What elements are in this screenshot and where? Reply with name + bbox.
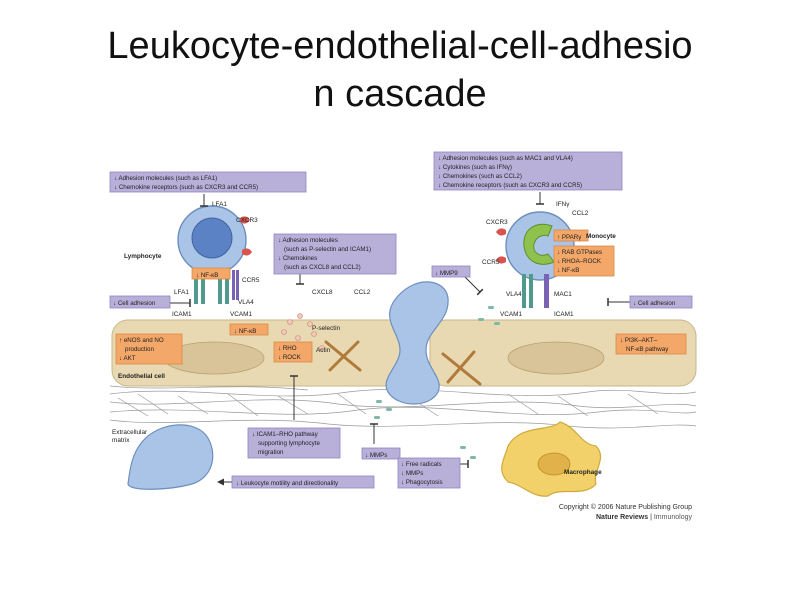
box-free-radicals-frame xyxy=(397,457,461,489)
text-mmp9: ↓ MMP9 xyxy=(435,270,458,277)
label-lymphocyte: Lymphocyte xyxy=(124,253,162,260)
journal-line: Nature Reviews | Immunology xyxy=(596,514,692,521)
text-lymph-top-2: ↓ Chemokine receptors (such as CXCR3 and… xyxy=(114,184,258,191)
box-cell-adhesion-right-frame xyxy=(629,295,693,309)
label-cxcr3-right: CXCR3 xyxy=(486,219,508,226)
box-nfkb-endothelial-frame xyxy=(229,323,269,336)
text-rab-1: ↓ RAB GTPases xyxy=(557,249,602,256)
text-mono-top-1: ↓ Adhesion molecules (such as MAC1 and V… xyxy=(438,155,573,162)
text-mid-top-3: ↓ Chemokines xyxy=(278,255,317,262)
label-lfa1-top: LFA1 xyxy=(212,201,227,208)
box-endothelial-adhesion-frame xyxy=(273,233,397,275)
title-line-2: n cascade xyxy=(313,73,487,115)
journal-name: Nature Reviews xyxy=(596,514,649,521)
extracellular-matrix-fibers xyxy=(109,385,697,429)
text-enos-3: ↓ AKT xyxy=(119,355,136,362)
box-pi3k-frame xyxy=(615,333,687,355)
monocyte-nucleus xyxy=(523,223,555,265)
lymphocyte-receptors xyxy=(194,216,252,304)
text-rho-1: ↓ RHO xyxy=(278,345,297,352)
label-vcam1-right: VCAM1 xyxy=(500,311,522,318)
label-vla4-left: VLA4 xyxy=(238,299,254,306)
label-actin: Actin xyxy=(316,347,331,354)
text-icam-rho-1: ↓ ICAM1–RHO pathway xyxy=(252,431,319,438)
actin-filaments xyxy=(324,340,482,386)
text-mid-top-1: ↓ Adhesion molecules xyxy=(278,237,338,244)
label-p-selectin: P-selectin xyxy=(312,325,341,332)
box-motility-frame xyxy=(231,475,375,489)
endothelial-nucleus-right xyxy=(507,341,605,375)
text-rab-2: ↓ RHOA–ROCK xyxy=(557,258,602,265)
macrophage-nucleus xyxy=(537,452,571,476)
text-free-radicals-2: ↓ MMPs xyxy=(401,470,423,477)
box-rab-frame xyxy=(553,245,615,277)
label-vla4-right: VLA4 xyxy=(506,291,522,298)
journal-section: Immunology xyxy=(653,514,692,521)
label-ecm-1: Extracellular xyxy=(112,429,148,436)
text-cell-adhesion-right: ↓ Cell adhesion xyxy=(633,300,676,307)
box-rho-frame xyxy=(273,341,313,363)
text-lymph-top-1: ↓ Adhesion molecules (such as LFA1) xyxy=(114,175,217,182)
label-vcam1-left: VCAM1 xyxy=(230,311,252,318)
label-ifng: IFNγ xyxy=(556,201,570,208)
box-mmp9-frame xyxy=(431,265,471,278)
box-enos-frame xyxy=(115,333,183,365)
label-mac1: MAC1 xyxy=(554,291,572,298)
box-cell-adhesion-left-frame xyxy=(109,295,171,309)
label-endothelial-cell: Endothelial cell xyxy=(118,373,165,380)
label-icam1-right: ICAM1 xyxy=(554,311,574,318)
text-free-radicals-1: ↓ Free radicals xyxy=(401,461,442,468)
text-mid-top-2: (such as P-selectin and ICAM1) xyxy=(284,246,371,253)
mmp-particles xyxy=(374,306,500,459)
label-cxcr3-left: CXCR3 xyxy=(236,217,258,224)
text-free-radicals-3: ↓ Phagocytosis xyxy=(401,479,443,486)
label-lfa1: LFA1 xyxy=(174,289,189,296)
text-rab-3: ↓ NF-κB xyxy=(557,267,579,274)
text-icam-rho-2: supporting lymphocyte xyxy=(258,440,320,447)
label-icam1-left: ICAM1 xyxy=(172,311,192,318)
label-ccl2-mid: CCL2 xyxy=(354,289,371,296)
transmigrating-leukocyte xyxy=(385,281,449,405)
label-ccr5-right: CCR5 xyxy=(482,259,500,266)
label-monocyte: Monocyte xyxy=(586,233,616,240)
copyright-line: Copyright © 2006 Nature Publishing Group xyxy=(558,504,692,511)
adhesion-cascade-figure: ↓ Adhesion molecules (such as LFA1) ↓ Ch… xyxy=(108,146,698,530)
label-ccr5-left: CCR5 xyxy=(242,277,260,284)
slide-title: Leukocyte-endothelial-cell-adhesio n cas… xyxy=(0,22,800,118)
text-pi3k-1: ↓ PI3K–AKT– xyxy=(620,337,658,344)
text-motility: ↓ Leukocyte motility and directionality xyxy=(236,480,339,487)
diagram-canvas: ↓ Adhesion molecules (such as LFA1) ↓ Ch… xyxy=(109,151,697,497)
text-ppar: ↑ PPARγ xyxy=(557,234,582,241)
text-mono-top-2: ↓ Cytokines (such as IFNγ) xyxy=(438,164,512,171)
text-cell-adhesion-left: ↓ Cell adhesion xyxy=(113,300,156,307)
text-nfkb-lymph: ↓ NF-κB xyxy=(196,272,218,279)
box-nfkb-lymphocyte-frame xyxy=(191,267,231,280)
box-monocyte-adhesion-frame xyxy=(433,151,623,191)
box-ppar-frame xyxy=(553,229,589,242)
monocyte-receptors xyxy=(496,228,549,308)
text-pi3k-2: NF-κB pathway xyxy=(626,346,669,353)
text-mono-top-4: ↓ Chemokine receptors (such as CXCR3 and… xyxy=(438,182,582,189)
label-ccl2-right: CCL2 xyxy=(572,210,589,217)
title-line-1: Leukocyte-endothelial-cell-adhesio xyxy=(107,25,693,67)
box-mmps-frame xyxy=(361,447,401,460)
text-rho-2: ↓ ROCK xyxy=(278,354,302,361)
box-icam-rho-frame xyxy=(247,427,341,459)
text-nfkb-endo: ↓ NF-κB xyxy=(234,328,256,335)
text-mid-top-4: (such as CXCL8 and CCL2) xyxy=(284,264,361,271)
copyright-credit: Copyright © 2006 Nature Publishing Group… xyxy=(430,503,692,523)
label-macrophage: Macrophage xyxy=(564,469,602,476)
migrating-leukocyte xyxy=(127,424,214,490)
text-enos-2: production xyxy=(125,346,154,353)
text-mmps: ↓ MMPs xyxy=(365,452,387,459)
lymphocyte-nucleus xyxy=(191,217,233,259)
text-mono-top-3: ↓ Chemokines (such as CCL2) xyxy=(438,173,522,180)
label-ecm-2: matrix xyxy=(112,437,130,444)
text-icam-rho-3: migration xyxy=(258,449,284,456)
label-cxcl8: CXCL8 xyxy=(312,289,333,296)
text-enos-1: ↑ eNOS and NO xyxy=(119,337,164,344)
box-lymphocyte-adhesion-frame xyxy=(109,171,307,193)
